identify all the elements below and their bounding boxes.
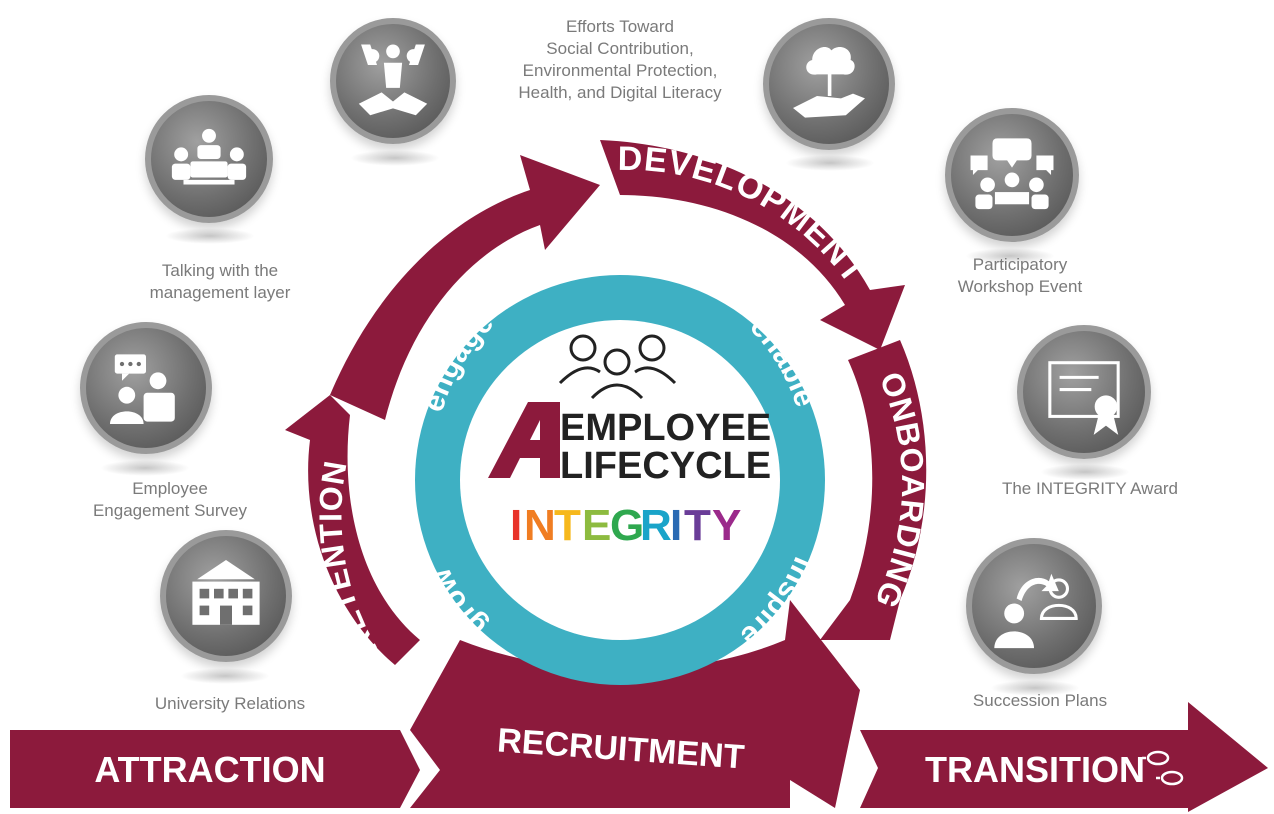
transition-arrow — [860, 702, 1268, 812]
integrity-letter: E — [582, 501, 611, 550]
interview-chat-icon — [80, 322, 212, 454]
development-arrow — [600, 140, 905, 350]
people-group-icon — [558, 334, 677, 400]
plant-in-hand-icon — [763, 18, 895, 150]
caption-talking-management: Talking with the management layer — [110, 260, 330, 304]
caption-line: management layer — [149, 283, 291, 302]
integrity-letter: G — [610, 501, 644, 550]
caption-line: University Relations — [154, 694, 306, 713]
caption-line: Environmental Protection, — [522, 61, 718, 80]
caption-engagement-survey: Employee Engagement Survey — [60, 478, 280, 522]
integrity-letter: N — [524, 501, 556, 550]
team-celebration-icon — [330, 18, 456, 144]
retention-label: RETENTION — [312, 458, 384, 664]
transition-label: TRANSITION — [925, 749, 1145, 790]
integrity-letter: I — [670, 501, 682, 550]
caption-line: Workshop Event — [957, 277, 1083, 296]
retention-arrow — [285, 395, 420, 665]
integrity-letter: R — [640, 501, 672, 550]
caption-line: Employee — [132, 479, 208, 498]
caption-line: The INTEGRITY Award — [1001, 479, 1179, 498]
caption-social-contribution: Efforts Toward Social Contribution, Envi… — [470, 16, 770, 104]
integrity-letter: T — [554, 501, 581, 550]
caption-succession-plans: Succession Plans — [930, 690, 1150, 712]
lifecycle-title-line2: LIFECYCLE — [560, 445, 771, 487]
attraction-label: ATTRACTION — [94, 749, 325, 790]
certificate-award-icon — [1017, 325, 1151, 459]
caption-line: Talking with the — [161, 261, 279, 280]
caption-line: Social Contribution, — [546, 39, 694, 58]
integrity-letter: I — [510, 501, 522, 550]
center-disc — [460, 320, 780, 640]
a-logo-icon — [488, 402, 560, 478]
caption-line: Efforts Toward — [565, 17, 675, 36]
lifecycle-title-line1: EMPLOYEE — [560, 407, 771, 449]
attraction-arrow — [10, 730, 420, 808]
school-building-icon — [160, 530, 292, 662]
caption-workshop-event: Participatory Workshop Event — [910, 254, 1130, 298]
recruitment-arrow — [410, 600, 860, 808]
meeting-table-icon — [145, 95, 273, 223]
caption-university-relations: University Relations — [120, 693, 340, 715]
caption-line: Succession Plans — [972, 691, 1108, 710]
rewards-arrow — [330, 155, 600, 420]
caption-integrity-award: The INTEGRITY Award — [970, 478, 1210, 500]
discussion-group-icon — [945, 108, 1079, 242]
onboarding-arrow — [820, 340, 927, 640]
footsteps-icon — [1142, 750, 1184, 786]
handover-people-icon — [966, 538, 1102, 674]
caption-line: Health, and Digital Literacy — [518, 83, 722, 102]
integrity-letter: Y — [712, 501, 741, 550]
caption-line: Engagement Survey — [92, 501, 248, 520]
integrity-letter: T — [684, 501, 711, 550]
caption-line: Participatory — [972, 255, 1068, 274]
